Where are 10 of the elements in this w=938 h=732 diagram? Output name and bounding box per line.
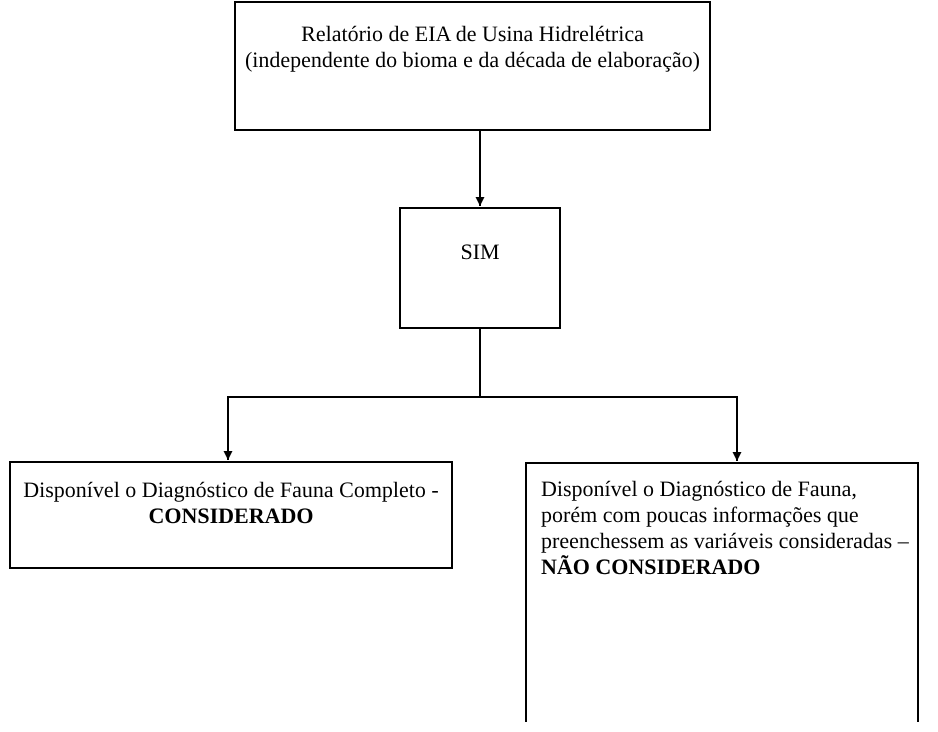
box-text: Disponível o Diagnóstico de Fauna, porém com poucas informações que preenchessem as variáveis consideradas – NÃO CONSIDERADO xyxy=(541,476,910,581)
process-box xyxy=(399,207,561,329)
process-box xyxy=(9,461,453,569)
arrow xyxy=(476,131,484,206)
box-text: Relatório de EIA de Usina Hidrelétrica (independente do bioma e da década de elaboração) xyxy=(244,21,702,74)
box-text: SIM xyxy=(460,239,500,266)
process-box xyxy=(525,462,919,722)
arrow xyxy=(479,329,742,461)
process-box xyxy=(234,1,711,131)
box-text: Disponível o Diagnóstico de Fauna Completo - CONSIDERADO xyxy=(22,477,440,530)
